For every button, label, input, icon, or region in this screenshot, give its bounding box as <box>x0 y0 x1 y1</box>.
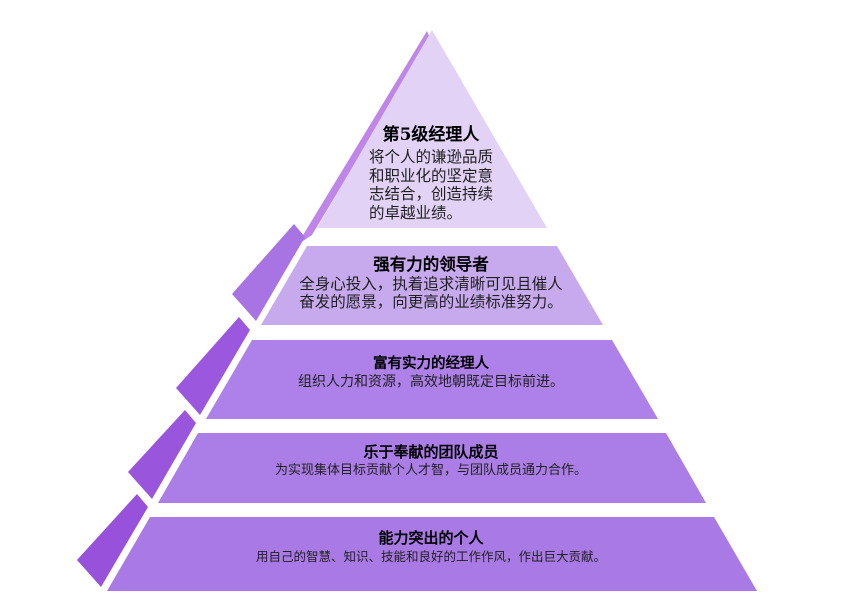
level-3-side-face <box>176 317 250 415</box>
level-5-body: 用自己的智慧、知识、技能和良好的工作作风，作出巨大贡献。 <box>255 549 607 564</box>
level-1-title: 第5级经理人 <box>382 125 480 145</box>
level-1-text-block: 第5级经理人 将个人的谦逊品质 和职业化的坚定意 志结合，创造持续 的卓越业绩。 <box>369 125 493 222</box>
level-5-face <box>107 517 757 591</box>
level-3-title: 富有实力的经理人 <box>373 355 489 372</box>
level-4-side-face <box>128 410 196 499</box>
level-1-body: 将个人的谦逊品质 和职业化的坚定意 志结合，创造持续 的卓越业绩。 <box>368 148 494 222</box>
level-4-face <box>158 433 706 503</box>
level-4-text-block: 乐于奉献的团队成员 为实现集体目标贡献个人才智，与团队成员通力合作。 <box>275 443 587 479</box>
level-5-text-block: 能力突出的个人 用自己的智慧、知识、技能和良好的工作作风，作出巨大贡献。 <box>256 529 606 565</box>
level-1-face <box>317 30 547 228</box>
level-1-side-face <box>297 31 430 245</box>
level-2-face <box>261 246 603 325</box>
level-2-title: 强有力的领导者 <box>373 255 489 274</box>
level-2-text-block: 强有力的领导者 全身心投入，执着追求清晰可见且催人 奋发的愿景，向更高的业绩标准… <box>299 255 563 311</box>
level-3-face <box>206 340 658 419</box>
level-4-title: 乐于奉献的团队成员 <box>363 443 499 461</box>
level-2-body: 全身心投入，执着追求清晰可见且催人 奋发的愿景，向更高的业绩标准努力。 <box>299 275 563 311</box>
level-4-body: 为实现集体目标贡献个人才智，与团队成员通力合作。 <box>274 463 588 478</box>
level-5-side-face <box>77 494 148 587</box>
level-5-title: 能力突出的个人 <box>378 529 484 547</box>
level-3-text-block: 富有实力的经理人 组织人力和资源，高效地朝既定目标前进。 <box>298 355 564 391</box>
level-3-body: 组织人力和资源，高效地朝既定目标前进。 <box>298 374 564 390</box>
level-2-side-face <box>232 224 305 321</box>
